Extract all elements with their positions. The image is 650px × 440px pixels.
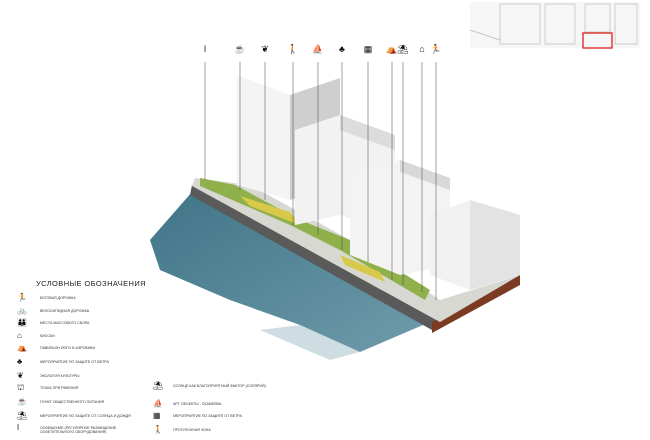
walking-icon: 🚶 — [287, 44, 299, 54]
legend-item-label: МЕРОПРИЯТИЕ ПО ЗАЩИТЕ ОТ ВЕТРА — [173, 414, 242, 418]
attraction-icon: ⛫ — [17, 383, 25, 392]
legend-item-label: ТОЧКА ПРИТЯЖЕНИЯ — [40, 386, 79, 390]
legend-title: УСЛОВНЫЕ ОБОЗНАЧЕНИЯ — [36, 279, 146, 288]
legend-item-label: ЭКОЛОГИЯ КУЛЬТУРЫ — [40, 374, 80, 378]
lamp-icon: ǀ — [17, 423, 20, 432]
pavilion-icon: ⛺ — [386, 44, 398, 54]
legend-item-label: ПАВИЛЬОН ЙОГИ И АЭРОБИКИ — [40, 346, 96, 350]
sprout-icon: ❦ — [17, 371, 24, 380]
crowd-icon: 👪 — [17, 318, 27, 327]
art-bench-icon: ⛵ — [312, 44, 324, 54]
legend-item-label: КИОСКИ — [40, 334, 55, 338]
bicycle-icon: 🚲 — [17, 306, 27, 315]
walking-icon: 🚶 — [153, 425, 163, 434]
kiosk-icon: ⌂ — [17, 331, 22, 340]
building — [350, 160, 450, 275]
legend-item-label: БЕГОВАЯ ДОРОЖКА — [40, 296, 76, 300]
embankment-base — [190, 185, 440, 330]
water-fade — [260, 325, 360, 360]
legend-item-label: МЕСТА МАССОВОГО СБОРА — [40, 321, 90, 325]
art-bench-icon: ⛵ — [153, 399, 163, 408]
canopy-icon: ⛱ — [17, 411, 28, 420]
icon-leader-lines — [204, 62, 437, 300]
legend-item-label: ПУНКТ ОБЩЕСТВЕННОГО ПИТАНИЯ — [40, 400, 105, 404]
sunbed-icon: ⛱ — [397, 44, 409, 54]
soil-section — [432, 275, 520, 333]
runner-icon: 🏃 — [17, 293, 27, 302]
lamp-icon: ǀ — [203, 44, 207, 54]
building — [430, 200, 520, 290]
runner-icon: 🏃 — [430, 44, 442, 54]
legend-item-label: МЕРОПРИЯТИЕ ПО ЗАЩИТЕ ОТ ВЕТРА — [40, 360, 109, 364]
legend-item-label: ОСВЕЩЕНИЕ (РЕГУЛЯРНОЕ РАЗМЕЩЕНИЕ ОСВЕТИТ… — [40, 426, 117, 435]
cup-icon: ☕ — [17, 397, 27, 406]
legend-item-label: ВЕЛОСИПЕДНАЯ ДОРОЖКА — [40, 309, 90, 313]
sprout-icon: ❦ — [261, 44, 269, 54]
pavilion-icon: ⛺ — [17, 343, 27, 352]
highlighted-area — [582, 32, 613, 49]
wind-barrier-icon: ▦ — [153, 411, 161, 420]
legend-item-label: ПРОГУЛОЧНАЯ ЗОНА — [173, 428, 211, 432]
yellow-path — [240, 196, 300, 225]
legend-item-label: МЕРОПРИЯТИЕ ПО ЗАЩИТЕ ОТ СОЛНЦА И ДОЖДЯ — [40, 414, 131, 418]
wind-barrier-icon: ▦ — [363, 44, 373, 54]
sunbed-icon: ⛱ — [153, 381, 164, 390]
cup-icon: ☕ — [234, 44, 246, 54]
tree-wind-icon: ♣ — [339, 44, 345, 54]
legend-item-label: АРТ ОБЪЕКТЫ - СКАМЕЙКА — [173, 402, 222, 406]
legend-item-label: СОЛНЦЕ КАК БЛАГОПРИЯТНЫЙ ФАКТОР (СОЛЯРИЙ… — [173, 384, 266, 388]
location-minimap — [469, 2, 640, 49]
yellow-path — [340, 255, 385, 282]
kiosk-icon: ⌂ — [419, 44, 425, 54]
tree-wind-icon: ♣ — [17, 357, 23, 366]
water — [150, 192, 430, 352]
